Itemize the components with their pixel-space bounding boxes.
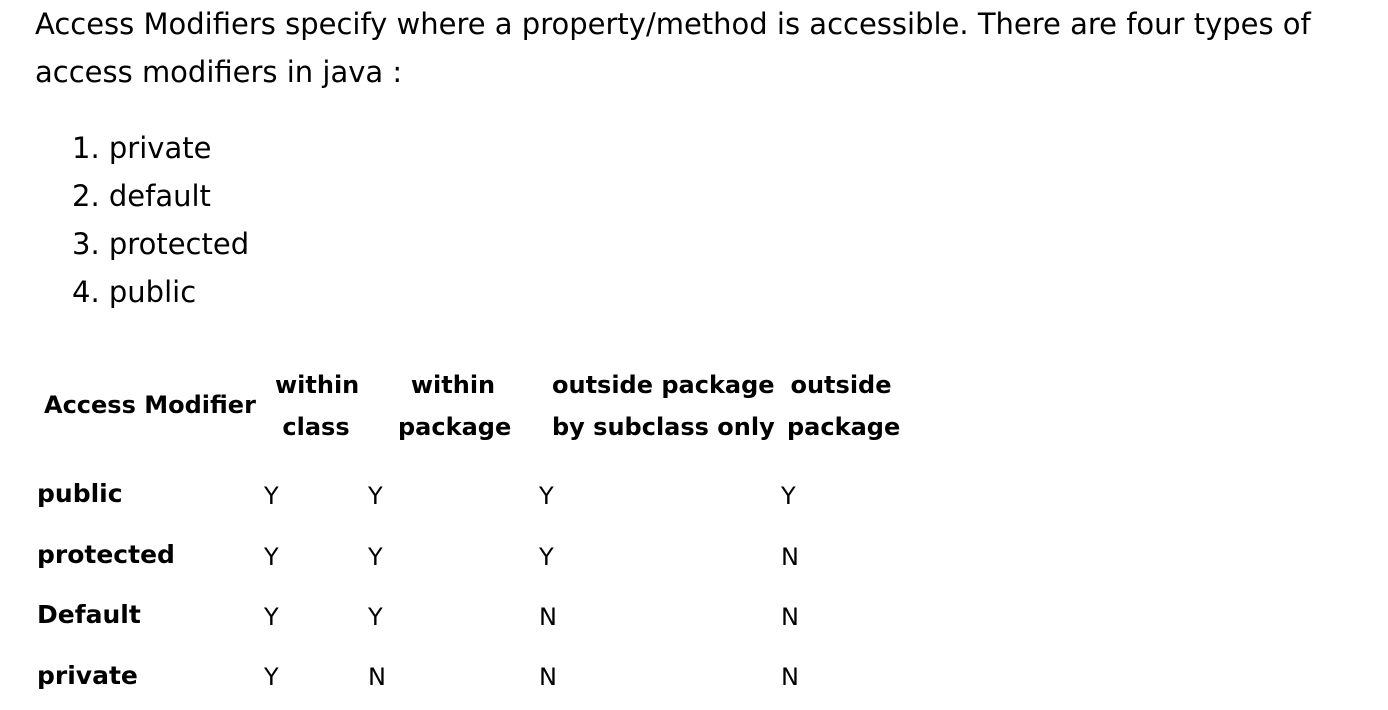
cell-within-class: Y <box>264 603 279 631</box>
cell-within-package: Y <box>368 482 383 510</box>
row-label: public <box>37 479 123 508</box>
header-outside-package: outside package <box>787 371 901 441</box>
cell-within-class: Y <box>264 482 279 510</box>
row-label: Default <box>37 600 141 629</box>
header-within-class: within class <box>275 371 360 441</box>
cell-outside-subclass: N <box>539 663 557 691</box>
list-item: 3. protected <box>72 227 250 261</box>
cell-outside-subclass: Y <box>539 543 554 571</box>
header-access-modifier: Access Modifier <box>44 391 256 419</box>
list-item: 4. public <box>72 275 197 309</box>
intro-paragraph: Access Modifiers specify where a propert… <box>35 0 1335 96</box>
header-within-package: within package <box>398 371 512 441</box>
list-item: 2. default <box>72 179 211 213</box>
cell-within-package: Y <box>368 543 383 571</box>
cell-within-package: Y <box>368 603 383 631</box>
header-outside-package-subclass: outside package by subclass only <box>552 371 775 441</box>
intro-line-2: access modifiers in java : <box>35 55 403 89</box>
cell-within-class: Y <box>264 543 279 571</box>
access-modifier-list: 1. private 2. default 3. protected 4. pu… <box>72 124 249 316</box>
row-label: protected <box>37 540 175 569</box>
row-label: private <box>37 661 138 690</box>
cell-outside-subclass: N <box>539 603 557 631</box>
cell-within-class: Y <box>264 663 279 691</box>
cell-outside-package: Y <box>781 482 796 510</box>
cell-within-package: N <box>368 663 386 691</box>
list-item: 1. private <box>72 131 212 165</box>
cell-outside-package: N <box>781 603 799 631</box>
intro-line-1: Access Modifiers specify where a propert… <box>35 7 1311 41</box>
cell-outside-subclass: Y <box>539 482 554 510</box>
cell-outside-package: N <box>781 543 799 571</box>
cell-outside-package: N <box>781 663 799 691</box>
